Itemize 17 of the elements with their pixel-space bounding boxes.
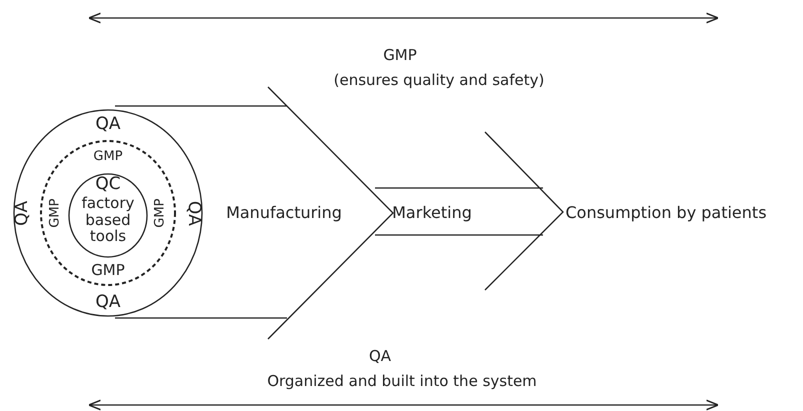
text: Consumption by patients <box>565 204 767 222</box>
text: (ensures quality and safety) <box>334 71 544 89</box>
text: QA <box>368 347 392 365</box>
node-label: Marketing <box>392 204 472 222</box>
node-label: QA <box>95 114 120 134</box>
node-label: GMP <box>91 262 125 278</box>
node-label: factory based tools <box>80 195 136 245</box>
node-label: GMP <box>154 198 168 228</box>
text: GMP <box>383 46 417 64</box>
text: Organized and built into the system <box>267 372 537 390</box>
node-label: GMP <box>93 150 123 164</box>
node-label: Manufacturing <box>226 204 342 222</box>
node-label: QC <box>94 174 122 194</box>
node-label: QA <box>12 200 32 226</box>
node-label: QA <box>95 292 120 312</box>
node-label: GMP <box>48 198 64 228</box>
node-label: QA <box>184 200 204 226</box>
